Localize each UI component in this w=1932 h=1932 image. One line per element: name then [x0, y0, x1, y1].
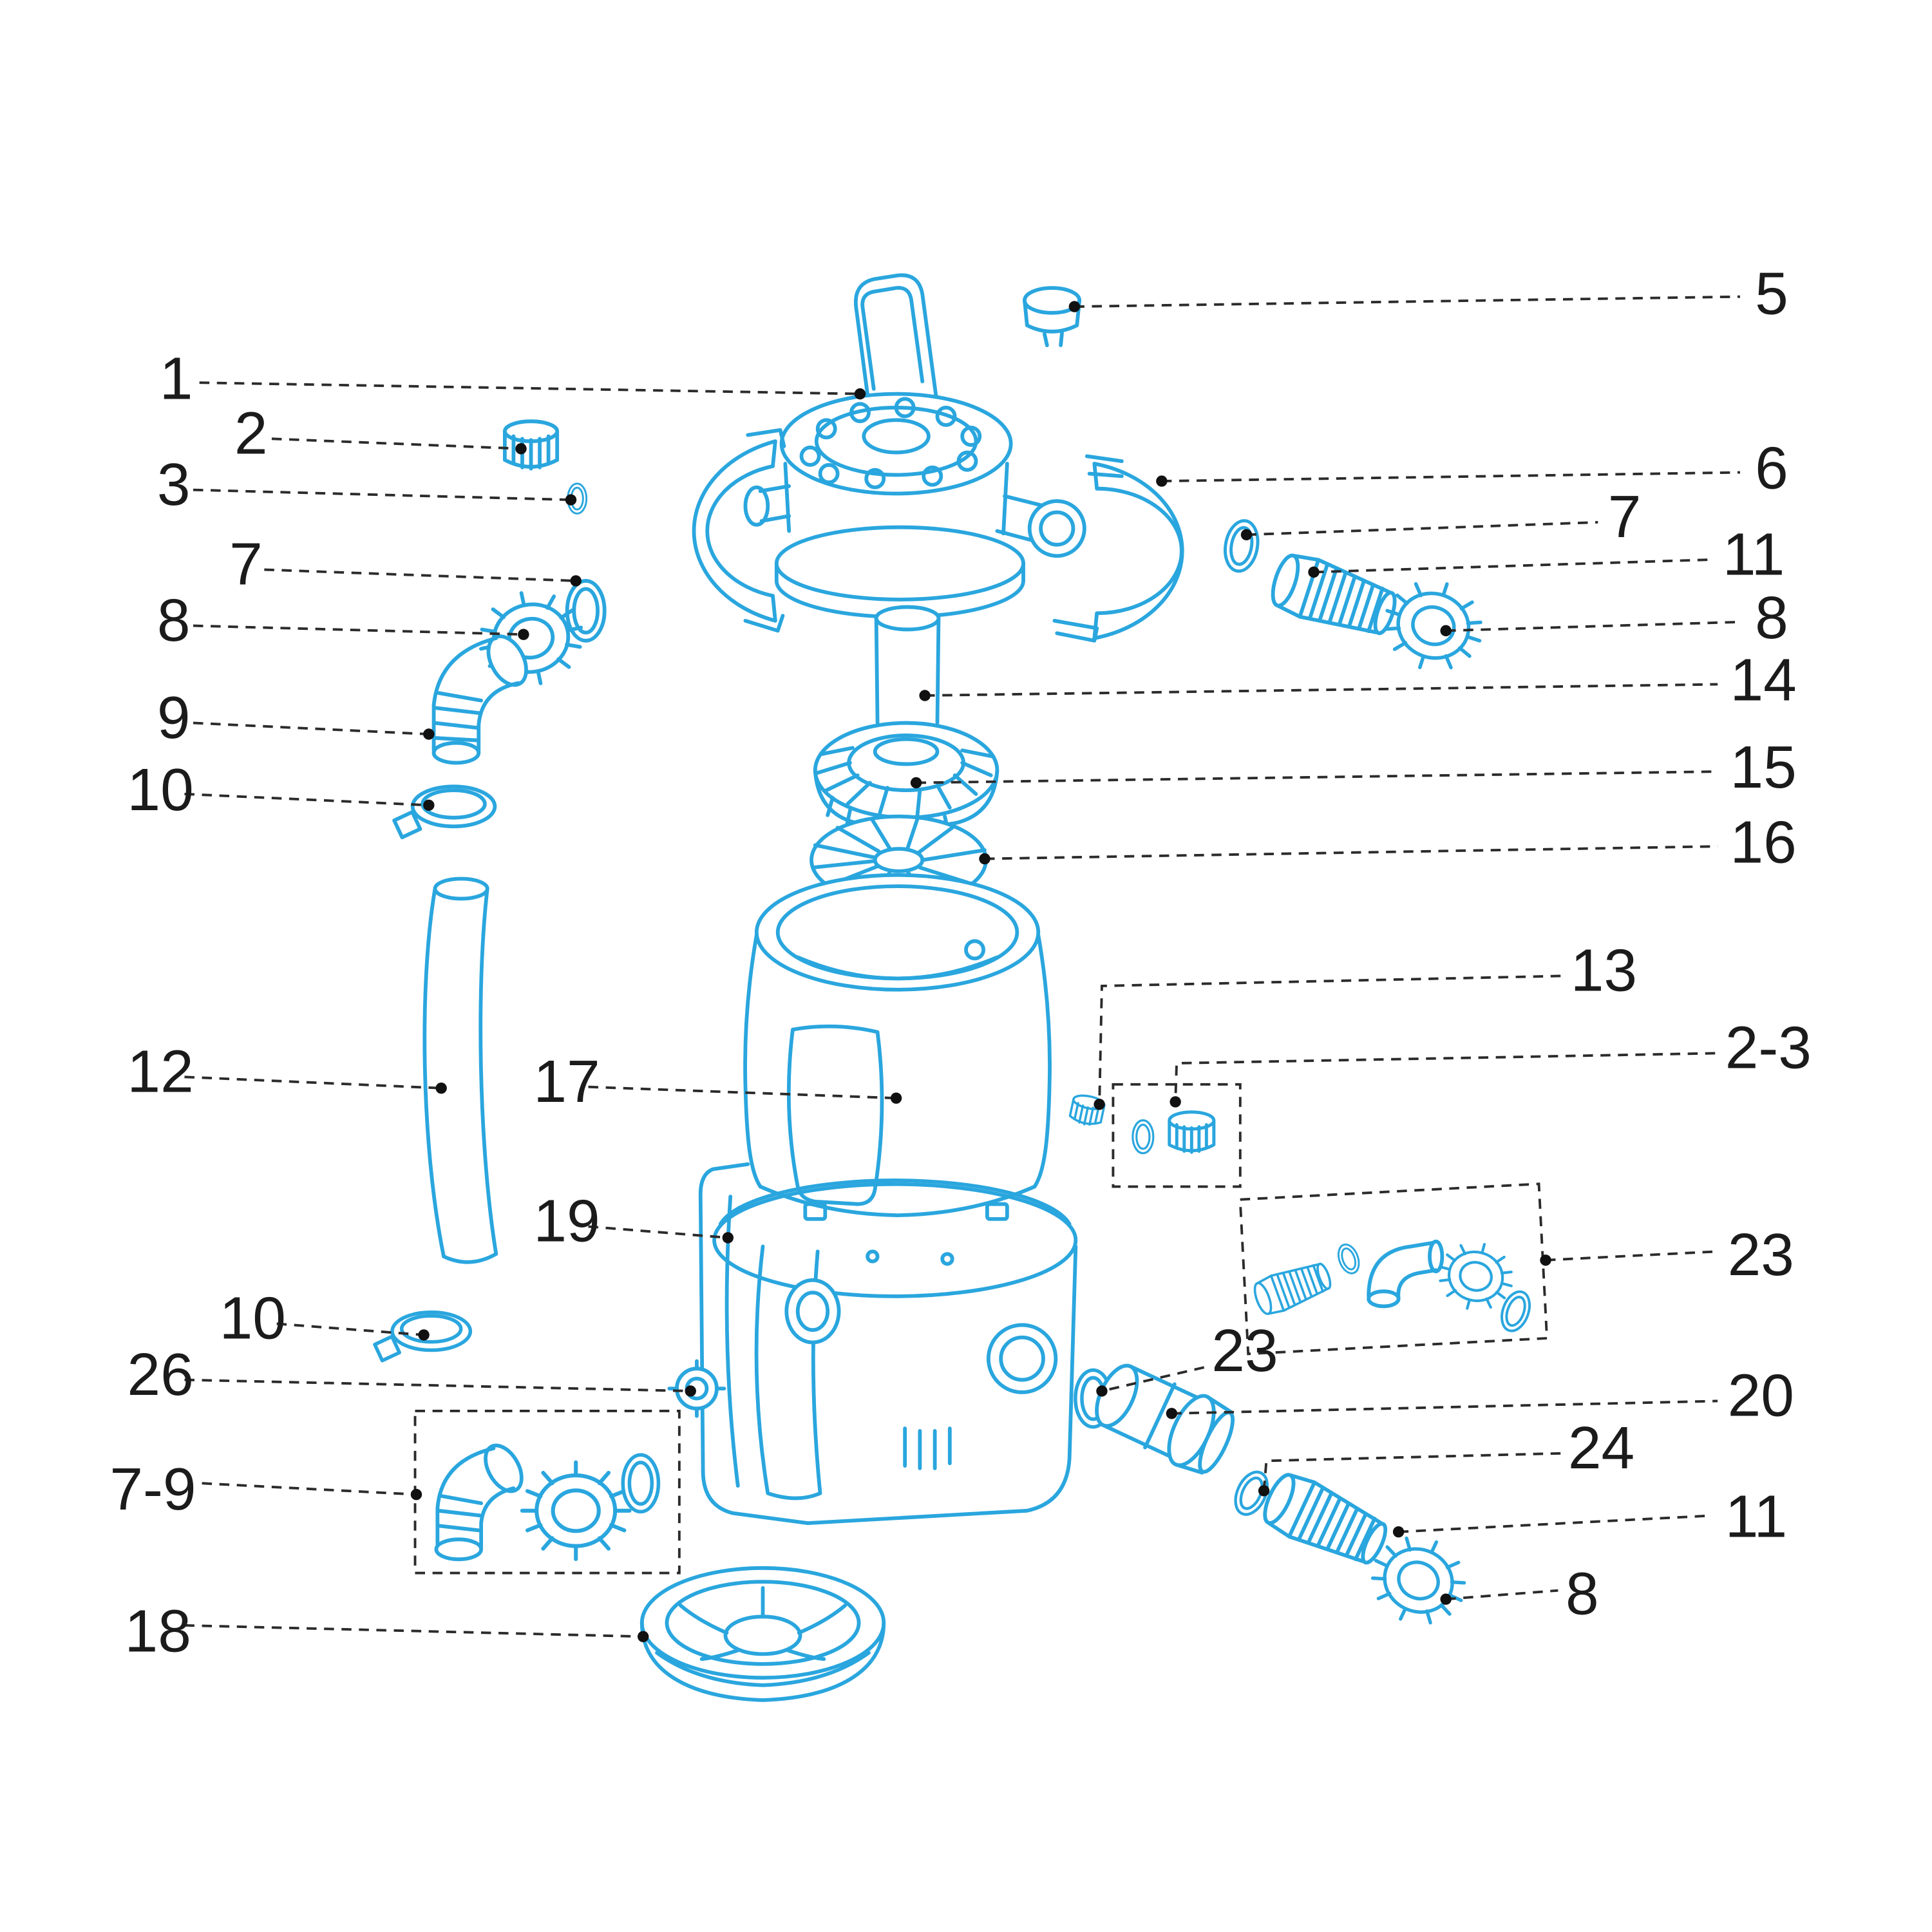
- callout-1-label: 1: [160, 345, 193, 412]
- leader-2-3: [1174, 1052, 1716, 1103]
- filter-tank-part: [743, 873, 1052, 1218]
- callout-9-label: 9: [157, 684, 191, 751]
- callout-16-label: 16: [1730, 808, 1796, 875]
- air-release-cap-part: [1023, 286, 1082, 348]
- callout-23-mid-label: 23: [1211, 1317, 1278, 1384]
- leader-7-left: [264, 568, 576, 582]
- hose-adapter-lower-part: [1258, 1468, 1394, 1573]
- leader-13: [1098, 974, 1561, 1104]
- callout-26-label: 26: [127, 1341, 193, 1408]
- callout-5-label: 5: [1755, 260, 1788, 327]
- leader-23-right: [1545, 1250, 1718, 1262]
- adapter-nut-part: [505, 421, 557, 469]
- callout-11-lower-label: 11: [1725, 1482, 1787, 1549]
- leader-11-right: [1313, 558, 1710, 574]
- callout-24-label: 24: [1568, 1414, 1634, 1481]
- callout-10-lower-label: 10: [220, 1285, 286, 1352]
- multiport-valve-part: [743, 392, 1086, 619]
- leader-8-lower: [1446, 1589, 1558, 1601]
- callout-19-label: 19: [533, 1188, 600, 1255]
- leader-11-lower: [1398, 1514, 1710, 1533]
- callout-7-9-label: 7-9: [109, 1455, 196, 1522]
- callout-8-lower-label: 8: [1566, 1560, 1599, 1627]
- hose-adapter-right-part: [1267, 549, 1401, 644]
- leader-3: [193, 488, 571, 502]
- leader-10-lower: [276, 1322, 424, 1336]
- leader-24: [1262, 1452, 1561, 1491]
- o-ring-right-part: [1222, 518, 1262, 574]
- drain-fitting-part: [1068, 1092, 1107, 1129]
- leader-18: [184, 1624, 643, 1638]
- callout-3-label: 3: [157, 451, 191, 518]
- coupling-nut-right-part: [1374, 569, 1493, 683]
- leader-15: [916, 770, 1718, 784]
- leader-12: [184, 1075, 442, 1090]
- diffuser-part: [813, 721, 999, 841]
- flange-clamp-left-part: [692, 428, 786, 633]
- callout-23-right-label: 23: [1728, 1221, 1794, 1288]
- leader-14: [925, 683, 1718, 697]
- callout-18-label: 18: [125, 1598, 191, 1665]
- drain-cap-kit-box-contents: [1132, 1112, 1214, 1155]
- callout-15-label: 15: [1730, 734, 1796, 800]
- leader-6: [1161, 471, 1740, 483]
- elbow-hose-left-part: [431, 634, 528, 765]
- leader-8-left: [193, 624, 524, 636]
- callout-10-upper-label: 10: [127, 756, 193, 823]
- leader-20: [1171, 1399, 1718, 1415]
- base-stand-part: [639, 1566, 886, 1702]
- leader-16: [984, 845, 1718, 860]
- leader-17: [588, 1085, 896, 1100]
- leader-9: [193, 721, 429, 735]
- leader-1: [199, 381, 860, 395]
- callout-2-3-label: 2-3: [1725, 1014, 1812, 1081]
- connection-hose-part: [422, 876, 498, 1264]
- leader-7-right: [1246, 521, 1598, 536]
- callout-17-label: 17: [533, 1048, 600, 1115]
- callout-7-left-label: 7: [229, 531, 263, 598]
- callout-20-label: 20: [1728, 1362, 1794, 1429]
- pump-housing-part: [698, 1162, 1078, 1526]
- leader-26: [184, 1378, 691, 1392]
- elbow-hose-kit-contents: [434, 1443, 658, 1562]
- leader-5: [1074, 295, 1740, 308]
- callout-6-label: 6: [1755, 435, 1788, 502]
- leader-dots: [410, 301, 1551, 1642]
- leader-19: [588, 1225, 728, 1239]
- callout-12-label: 12: [127, 1037, 193, 1104]
- callout-8-right-label: 8: [1755, 584, 1788, 651]
- hose-clamp-upper-part: [394, 786, 495, 837]
- callout-11-right-label: 11: [1723, 520, 1785, 587]
- standpipe-part: [874, 605, 941, 725]
- flange-clamp-right-part: [1052, 454, 1184, 643]
- kit-box-2-3: [1112, 1083, 1242, 1188]
- valve-handle-part: [853, 273, 938, 416]
- leader-2: [271, 437, 522, 450]
- drain-plug-part: [667, 1359, 726, 1418]
- callout-13-label: 13: [1571, 937, 1637, 1004]
- callout-7-right-label: 7: [1608, 483, 1642, 550]
- callout-8-left-label: 8: [157, 587, 191, 654]
- leader-8-right: [1446, 620, 1740, 632]
- leader-10-upper: [184, 792, 429, 807]
- leader-23-mid: [1101, 1366, 1205, 1392]
- callout-2-label: 2: [234, 400, 268, 467]
- callout-14-label: 14: [1730, 647, 1796, 714]
- leader-7-9: [202, 1482, 417, 1496]
- elbow-fitting-kit-contents: [1249, 1235, 1536, 1336]
